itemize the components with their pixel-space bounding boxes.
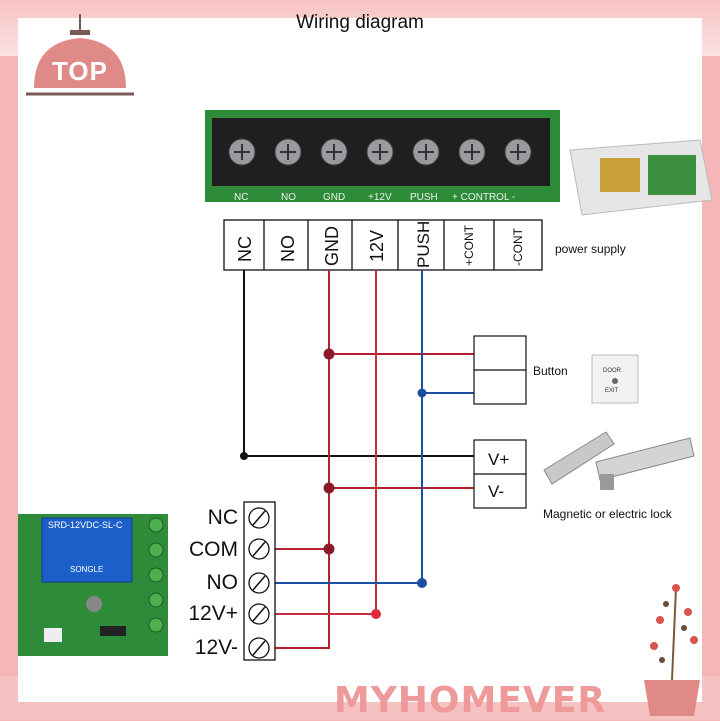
wire-12v bbox=[275, 270, 377, 615]
brand-watermark: MYHOMEVER bbox=[333, 680, 607, 721]
board-label-no: NO bbox=[281, 192, 296, 203]
lock-label: Magnetic or electric lock bbox=[543, 507, 672, 521]
lock-vplus-label: V+ bbox=[488, 450, 510, 469]
button-terminal-box bbox=[473, 335, 527, 405]
terminal-nc: NC bbox=[235, 236, 255, 262]
power-supply-label: power supply bbox=[555, 242, 626, 256]
junction-dot bbox=[417, 388, 427, 398]
button-label: Button bbox=[533, 364, 568, 378]
lock-vminus-label: V- bbox=[488, 482, 505, 501]
terminal-12v: 12V bbox=[367, 230, 387, 262]
junction-dot bbox=[240, 452, 248, 460]
junction-dot bbox=[323, 348, 335, 360]
top-badge-label: TOP bbox=[52, 56, 108, 86]
exit-button-photo: DOOR EXIT bbox=[591, 354, 639, 404]
board-label-gnd: GND bbox=[323, 192, 345, 203]
junction-dot bbox=[417, 578, 427, 588]
relay-terminal-block bbox=[243, 501, 276, 661]
wire-gnd bbox=[275, 270, 330, 649]
terminal-table bbox=[223, 219, 543, 271]
relay-label-12v-minus: 12V- bbox=[194, 636, 238, 659]
relay-part-text: SRD-12VDC-SL-C bbox=[48, 520, 123, 530]
board-label-push: PUSH bbox=[410, 192, 438, 203]
relay-label-com: COM bbox=[189, 538, 238, 561]
terminal-no: NO bbox=[278, 235, 298, 262]
junction-dot bbox=[323, 482, 335, 494]
board-label-nc: NC bbox=[234, 192, 248, 203]
terminal-gnd: GND bbox=[322, 226, 342, 266]
diagram-title: Wiring diagram bbox=[296, 12, 424, 33]
lock-photo bbox=[543, 431, 695, 490]
svg-text:DOOR: DOOR bbox=[603, 368, 622, 374]
relay-label-no: NO bbox=[206, 571, 239, 594]
svg-text:EXIT: EXIT bbox=[605, 388, 619, 394]
junction-dot bbox=[371, 609, 381, 619]
terminal-plus-cont: +CONT bbox=[462, 224, 476, 266]
board-label-12v: +12V bbox=[368, 192, 392, 203]
terminal-push: PUSH bbox=[414, 221, 433, 268]
wire-push bbox=[275, 270, 423, 584]
relay-label-12v-plus: 12V+ bbox=[188, 602, 238, 625]
relay-module: SRD-12VDC-SL-C SONGLE bbox=[18, 514, 168, 656]
relay-brand-text: SONGLE bbox=[70, 565, 103, 574]
power-supply-photo bbox=[569, 139, 713, 216]
wire-nc-black bbox=[243, 270, 474, 457]
terminal-minus-cont: -CONT bbox=[511, 227, 525, 266]
board-label-control: + CONTROL - bbox=[452, 192, 515, 203]
relay-label-nc: NC bbox=[207, 506, 238, 529]
junction-dot bbox=[323, 543, 335, 555]
power-supply-board: NC NO GND +12V PUSH + CONTROL - bbox=[205, 110, 560, 203]
lock-terminal-box bbox=[473, 439, 527, 509]
top-badge-icon bbox=[26, 14, 134, 96]
plant-decoration bbox=[644, 584, 700, 716]
